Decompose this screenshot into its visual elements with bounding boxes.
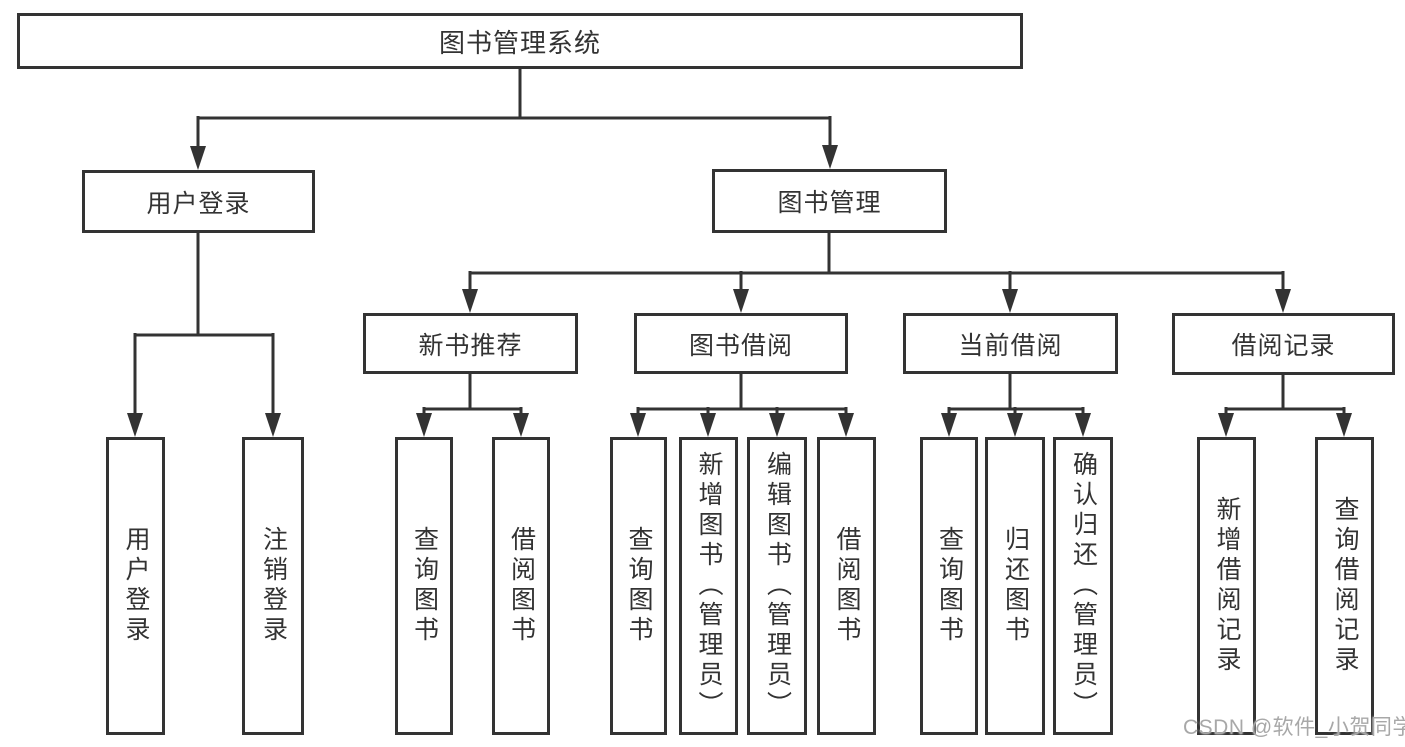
node-user-login-label: 用户登录 [146, 189, 251, 218]
watermark: CSDN @软件_小贺同学 [1183, 716, 1405, 739]
connector-book-management-branch [468, 233, 1285, 295]
connector-user-login-branch [133, 233, 275, 419]
node-current-borrowing: 当前借阅 [903, 313, 1118, 374]
leaf-query-borrow-record-label: 查询借阅记录 [1331, 496, 1359, 676]
leaf-query-book-current: 查询图书 [920, 437, 978, 735]
node-book-management: 图书管理 [712, 169, 947, 233]
leaf-logout: 注销登录 [242, 437, 304, 735]
leaf-return-book-label: 归还图书 [1001, 526, 1030, 646]
leaf-borrow-book-recommend-label: 借阅图书 [507, 526, 536, 646]
connector-book-borrowing-branch [636, 374, 848, 419]
leaf-add-borrow-record-label: 新增借阅记录 [1213, 496, 1241, 676]
leaf-query-book-recommend-label: 查询图书 [410, 526, 439, 646]
leaf-edit-book-admin-label: 编辑图书（管理员） [763, 451, 792, 721]
node-book-borrowing-label: 图书借阅 [688, 331, 793, 360]
leaf-add-book-admin: 新增图书（管理员） [679, 437, 738, 735]
node-user-login: 用户登录 [82, 170, 315, 233]
node-current-borrowing-label: 当前借阅 [958, 331, 1063, 360]
node-book-management-label: 图书管理 [777, 189, 882, 217]
node-new-book-recommend-label: 新书推荐 [418, 331, 523, 360]
leaf-borrow-book-borrowing-label: 借阅图书 [833, 526, 861, 646]
node-root-label: 图书管理系统 [438, 27, 601, 58]
connector-root-to-level2 [196, 69, 832, 152]
leaf-borrow-book-borrowing: 借阅图书 [817, 437, 876, 735]
leaf-confirm-return-admin-label: 确认归还（管理员） [1069, 451, 1098, 721]
leaf-user-login-label: 用户登录 [122, 526, 150, 646]
leaf-query-book-borrowing: 查询图书 [610, 437, 667, 735]
node-new-book-recommend: 新书推荐 [363, 313, 578, 374]
leaf-return-book: 归还图书 [985, 437, 1045, 735]
leaf-add-borrow-record: 新增借阅记录 [1197, 437, 1256, 735]
leaf-edit-book-admin: 编辑图书（管理员） [747, 437, 807, 735]
connector-new-book-branch [422, 374, 523, 419]
leaf-query-book-borrowing-label: 查询图书 [625, 526, 653, 646]
node-root: 图书管理系统 [17, 13, 1023, 69]
leaf-logout-label: 注销登录 [259, 526, 288, 646]
node-borrow-records-label: 借阅记录 [1231, 332, 1336, 360]
leaf-confirm-return-admin: 确认归还（管理员） [1053, 437, 1113, 735]
leaf-add-book-admin-label: 新增图书（管理员） [695, 451, 723, 721]
node-borrow-records: 借阅记录 [1172, 313, 1395, 375]
node-book-borrowing: 图书借阅 [634, 313, 848, 374]
leaf-query-book-current-label: 查询图书 [935, 526, 964, 646]
leaf-user-login: 用户登录 [106, 437, 165, 735]
connector-borrow-records-branch [1224, 374, 1346, 419]
leaf-borrow-book-recommend: 借阅图书 [492, 437, 550, 735]
leaf-query-borrow-record: 查询借阅记录 [1315, 437, 1374, 735]
connector-current-borrowing-branch [947, 374, 1085, 419]
leaf-query-book-recommend: 查询图书 [395, 437, 453, 735]
